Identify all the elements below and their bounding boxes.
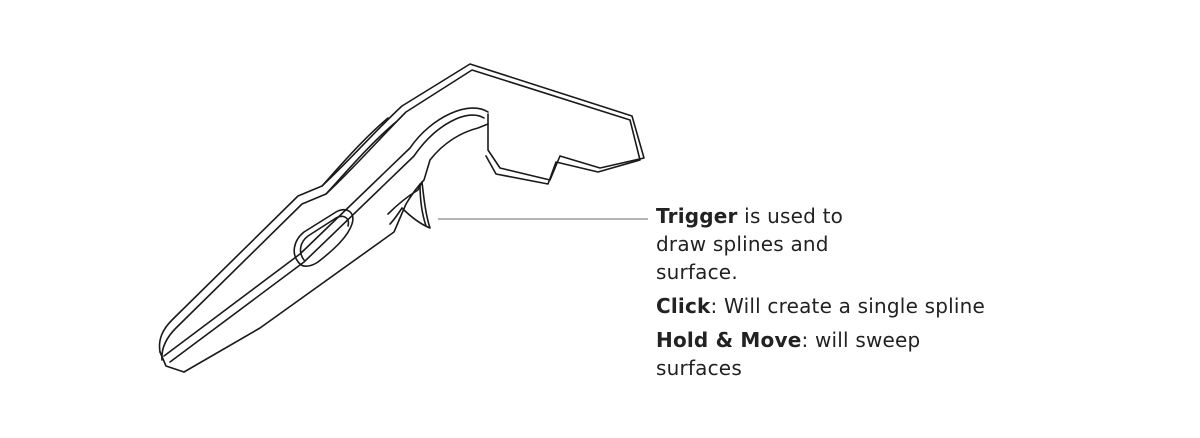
trigger-shape [387, 181, 431, 229]
controller-body [158, 63, 645, 373]
controller-outer-edge [161, 69, 641, 361]
click-description: Click: Will create a single spline [656, 292, 1046, 320]
hold-move-text: : will sweep surfaces [656, 328, 921, 380]
controller-inner-edge [159, 351, 185, 373]
click-term: Click [656, 294, 711, 318]
trigger-text: is used to draw splines and surface. [656, 204, 844, 284]
hold-move-description: Hold & Move: will sweep surfaces [656, 326, 956, 382]
controller-outer-outline [158, 63, 645, 353]
hold-move-term: Hold & Move [656, 328, 802, 352]
trigger-description: Trigger is used to draw splines and surf… [656, 202, 871, 286]
trigger-term: Trigger [656, 204, 738, 228]
handle-bevel-line [163, 107, 489, 357]
trigger-edge [419, 183, 427, 227]
grip-slot-inner [299, 215, 350, 261]
trigger-callout: Trigger is used to draw splines and surf… [656, 202, 1046, 382]
click-text: : Will create a single spline [710, 294, 986, 318]
grip-slot [293, 208, 354, 267]
head-ridge [321, 117, 397, 195]
handle-bevel-line-2 [169, 114, 485, 363]
controller-inner-outline [183, 123, 489, 373]
